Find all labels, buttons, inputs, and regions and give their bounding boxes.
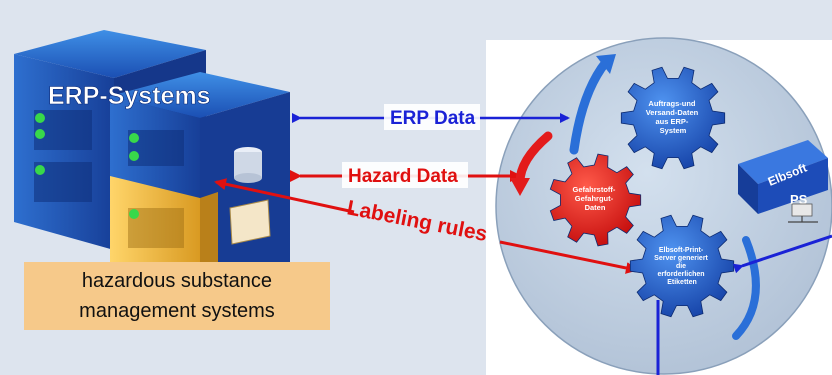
svg-text:Elbsoft-Print- Server ge: Elbsoft-Print- Server generiert die erfo… <box>654 247 710 286</box>
gear-hazard-data: Gefahrstoff- Gefahrgut- Daten <box>549 153 642 247</box>
svg-text:Gefahrstoff- Gefahrgut-: Gefahrstoff- Gefahrgut- Daten <box>572 185 617 212</box>
erp-server-stack <box>14 30 290 290</box>
erp-systems-title: ERP-Systems <box>48 82 211 110</box>
gear-top-icon <box>620 66 726 170</box>
cycle-arrow-right <box>732 236 760 340</box>
gear-red-icon <box>549 153 642 247</box>
output-line-right <box>732 234 832 274</box>
hazard-data-label: Hazard Data <box>348 166 458 187</box>
gear-erp-data: Auftrags-und Versand-Daten aus ERP- Syst… <box>620 66 726 170</box>
caption-line-1: hazardous substance <box>81 270 273 292</box>
print-server-icon: Elbsoft PS <box>738 140 828 223</box>
hazardous-substance-caption: hazardous substance management systems <box>24 262 330 330</box>
svg-text:Auftrags-und Versand-Dat: Auftrags-und Versand-Daten aus ERP- Syst… <box>646 99 701 135</box>
gear-print-server: Elbsoft-Print- Server generiert die erfo… <box>629 214 735 318</box>
labeling-rules-label: Labeling rules <box>345 196 489 246</box>
erp-data-label: ERP Data <box>390 108 476 129</box>
labeling-rules-arrow-left <box>214 178 355 214</box>
cycle-arrow-top <box>569 57 611 155</box>
svg-text:PS: PS <box>790 192 808 207</box>
gear-bottom-icon <box>629 214 735 318</box>
labeling-rules-arrow-right <box>499 240 638 274</box>
caption-line-2: management systems <box>79 300 275 322</box>
